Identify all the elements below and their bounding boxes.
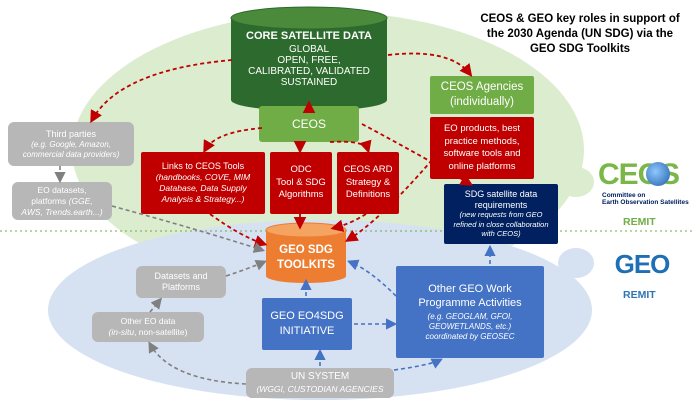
other-geo-work-box: Other GEO Work Programme Activities (e.g…	[396, 266, 544, 358]
eo-products-line: EO products, best	[443, 123, 521, 134]
title-line: GEO SDG Toolkits	[529, 42, 631, 55]
arrow-ceos-to-sdg-req	[361, 123, 474, 186]
eo-datasets-examples: (GGE,	[68, 195, 93, 206]
sdg-requirements-box: SDG satellite data requirements (new req…	[444, 184, 558, 244]
ceos-remit-text: REMIT	[623, 216, 656, 228]
arrow-un-to-other-geo	[393, 358, 443, 371]
arrow-ceos-to-ard	[329, 139, 372, 154]
arrow-ceos-to-links	[203, 127, 263, 154]
toolkits-line: TOOLKITS	[277, 259, 335, 271]
arrow-datasets-to-toolkits	[225, 260, 267, 277]
core-line: GLOBAL	[288, 44, 330, 55]
odc-line: ODC	[290, 164, 312, 176]
eo-products-line: practice methods,	[444, 135, 520, 147]
ard-line: Strategy &	[345, 176, 391, 188]
title-line: CEOS & GEO key roles in support of	[480, 12, 680, 25]
other-geo-line: Programme Activities	[418, 297, 522, 309]
links-ceos-tools-box: Links to CEOS Tools (handbooks, COVE, MI…	[141, 152, 265, 214]
title-line: the 2030 Agenda (UN SDG) via the	[486, 27, 674, 40]
ceos-remit-circle	[558, 167, 594, 197]
other-geo-detail: (e.g. GEOGLAM, GFOI, GEOWETLANDS, etc.)	[427, 312, 513, 331]
other-geo-detail: coordinated by GEOSEC	[425, 332, 515, 341]
eo-datasets-line: platforms	[31, 195, 69, 206]
other-geo-line: Other GEO Work	[428, 283, 512, 295]
diagram-title: CEOS & GEO key roles in support of the 2…	[468, 8, 692, 60]
eo4sdg-line: INITIATIVE	[279, 325, 335, 337]
datasets-platforms-box: Datasets and Platforms	[136, 266, 226, 298]
ceos-logo-sub: Earth Observation Satellites	[602, 199, 689, 206]
eo-products-line: software tools and	[443, 148, 521, 159]
third-parties-box: Third parties (e.g. Google, Amazon, comm…	[8, 122, 134, 166]
datasets-platforms-line: Datasets and	[154, 271, 208, 281]
links-tools-detail: (handbooks, COVE, MIM Database, Data Sup…	[155, 172, 251, 204]
ceos-ard-box: CEOS ARD Strategy & Definitions	[337, 152, 399, 214]
arrow-links-to-toolkits	[209, 213, 268, 248]
ceos-remit-label: REMIT	[623, 216, 656, 228]
arrow-ard-to-toolkits	[330, 213, 367, 232]
sdg-req-detail: (new requests from GEO refined in close …	[453, 210, 549, 239]
odc-box: ODC Tool & SDG Algorithms	[270, 152, 332, 214]
sdg-req-line: requirements	[474, 199, 528, 210]
ceos-agencies-box: CEOS Agencies (individually)	[430, 76, 534, 114]
ceos-agencies-label: CEOS Agencies	[440, 81, 524, 93]
eo-datasets-line: EO datasets,	[37, 184, 87, 195]
arrow-core-to-agencies	[387, 52, 473, 77]
toolkits-line: GEO SDG	[279, 244, 333, 256]
un-system-detail: (WGGI, CUSTODIAN AGENCIES	[256, 384, 384, 394]
geo-remit-label: REMIT	[623, 289, 656, 301]
arrow-eo-datasets-to-toolkits	[111, 205, 266, 253]
arrow-core-to-third-parties	[90, 59, 233, 124]
other-eo-detail: (in-situ	[108, 327, 135, 337]
eo-datasets-examples: AWS, Trends.earth...)	[21, 206, 103, 217]
ceos-logo-sub: Committee on	[602, 192, 646, 199]
geo-sdg-toolkits: GEO SDG TOOLKITS	[266, 238, 346, 278]
un-system-box: UN SYSTEM (WGGI, CUSTODIAN AGENCIES	[246, 368, 394, 398]
geo-logo: GEO	[612, 248, 672, 280]
arrow-un-to-other-eo	[148, 341, 247, 385]
eo-products-box: EO products, best practice methods, soft…	[430, 117, 534, 179]
arrow-other-geo-to-toolkits	[347, 259, 397, 297]
core-line: OPEN, FREE,	[277, 55, 341, 66]
un-system-title: UN SYSTEM	[290, 371, 350, 382]
third-parties-title: Third parties	[45, 128, 97, 139]
links-tools-title: Links to CEOS Tools	[161, 161, 245, 171]
core-satellite-data: CORE SATELLITE DATA GLOBAL OPEN, FREE, C…	[231, 11, 387, 107]
eo-products-line: online platforms	[448, 160, 516, 172]
geo-logo-text: GEO	[614, 248, 671, 279]
other-eo-title: Other EO data	[120, 316, 176, 326]
sdg-req-line: SDG satellite data	[464, 189, 538, 200]
geo-remit-circle	[558, 248, 594, 278]
eo-datasets-box: EO datasets, platforms (GGE, AWS, Trends…	[12, 182, 112, 220]
ard-line: Definitions	[345, 189, 391, 201]
datasets-platforms-line: Platforms	[161, 282, 200, 292]
core-title: CORE SATELLITE DATA	[246, 30, 372, 42]
third-parties-detail: (e.g. Google, Amazon, commercial data pr…	[22, 139, 120, 159]
geo-remit-text: REMIT	[623, 289, 656, 301]
arrow-other-eo-to-datasets	[149, 297, 163, 313]
other-eo-detail: , non-satellite)	[134, 327, 188, 337]
odc-line: Algorithms	[278, 189, 324, 201]
globe-icon	[646, 162, 670, 186]
core-line: CALIBRATED, VALIDATED	[248, 66, 370, 77]
other-eo-data-box: Other EO data (in-situ, non-satellite)	[92, 312, 204, 342]
arrow-agencies-to-toolkits	[344, 159, 433, 242]
odc-line: Tool & SDG	[276, 176, 326, 188]
geo-eo4sdg-box: GEO EO4SDG INITIATIVE	[262, 298, 352, 350]
eo4sdg-line: GEO EO4SDG	[270, 310, 344, 322]
core-line: SUSTAINED	[280, 77, 338, 88]
ceos-logo: CEOS Committee on Earth Observation Sate…	[598, 160, 694, 212]
ceos-label: CEOS	[291, 117, 326, 131]
ceos-agencies-sub: (individually)	[450, 96, 514, 108]
ard-line: CEOS ARD	[343, 164, 393, 176]
